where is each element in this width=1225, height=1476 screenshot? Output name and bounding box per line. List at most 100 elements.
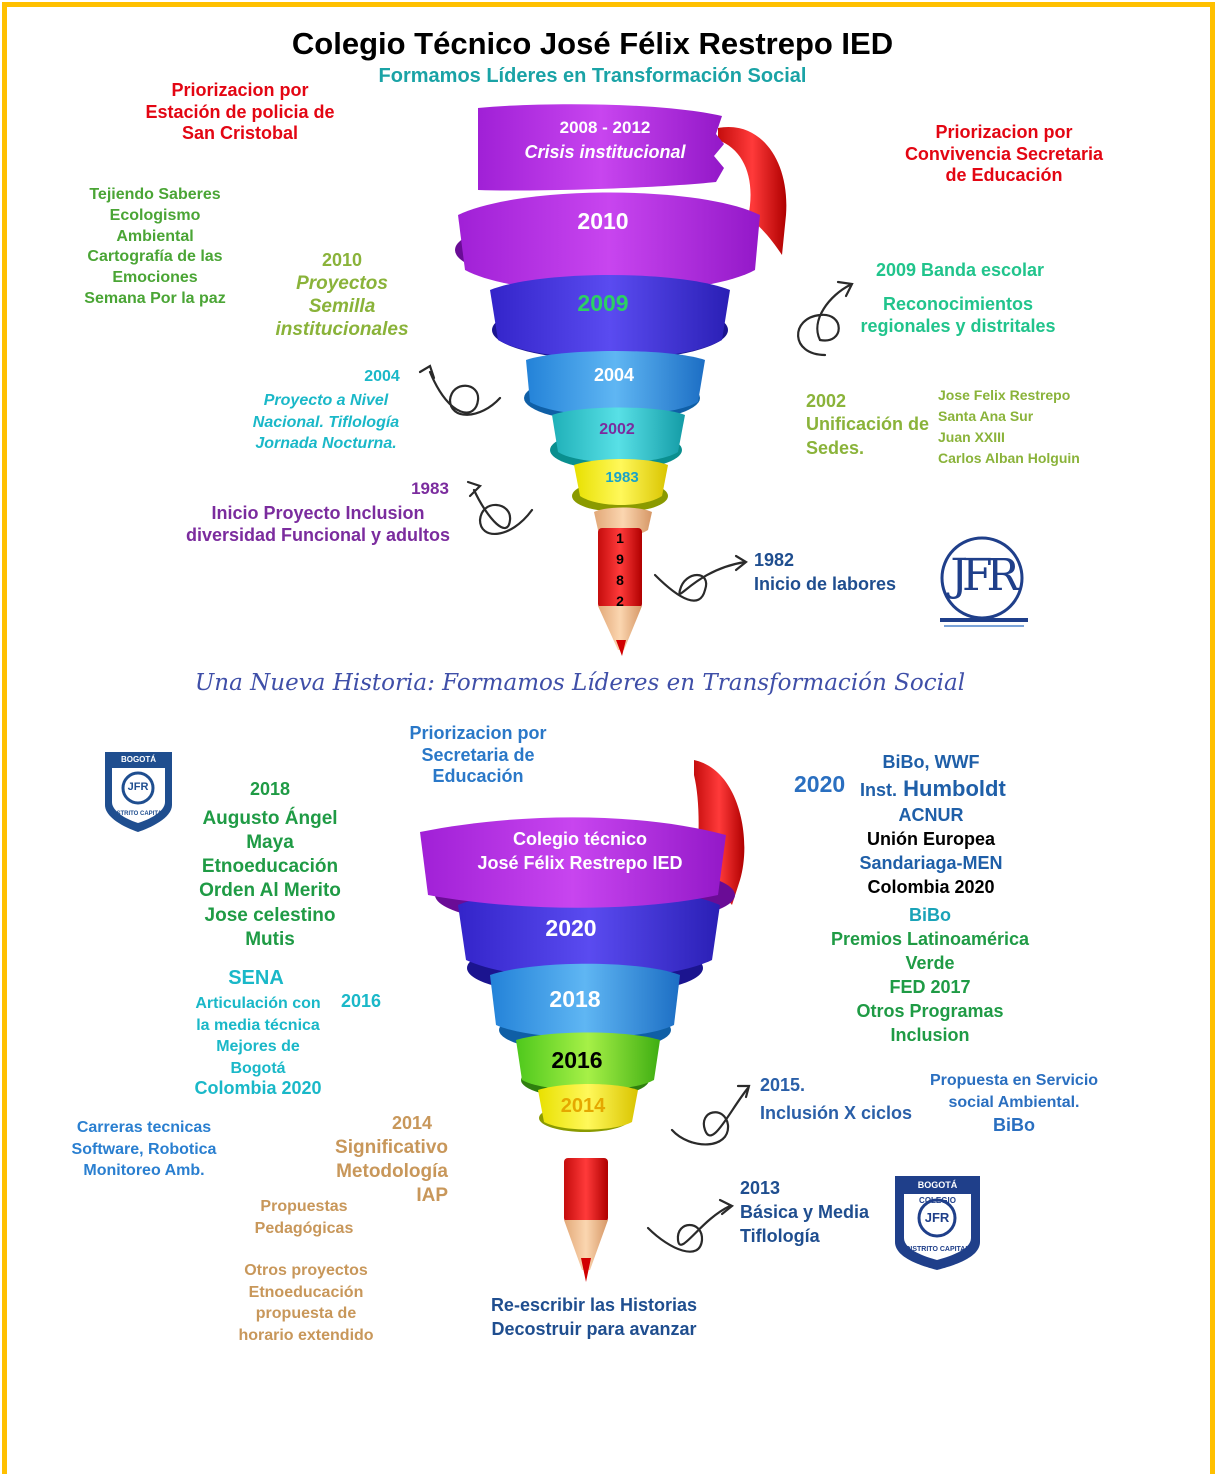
line: Proyecto a Nivel (263, 392, 389, 409)
band-label-2002: 2002 (599, 421, 635, 438)
note-proyectos-semilla: Proyectos Semilla institucionales (262, 273, 422, 341)
note-2014-list: Significativo Metodología IAP (304, 1136, 448, 1208)
line: Carlos Alban Holguin (938, 450, 1080, 466)
arrow-1982 (653, 554, 748, 602)
line: Jornada Nocturna. (255, 435, 397, 453)
band-2020 (458, 886, 720, 979)
line: Reconocimientos (882, 294, 1034, 314)
note-colombia-2020-left: Colombia 2020 (194, 1078, 322, 1098)
line: diversidad Funcional y adultos (185, 524, 451, 545)
line: Jose celestino (204, 904, 336, 926)
band-label-2004: 2004 (593, 365, 635, 385)
line: horario extendido (238, 1326, 374, 1344)
band-2008-2012 (478, 104, 724, 191)
note-bibo-list: BiBo Premios Latinoamérica Verde FED 201… (806, 904, 1054, 1048)
band-label-2010: 2010 (577, 208, 629, 234)
line: Software, Robotica (71, 1140, 217, 1158)
line: Estación de policia de (145, 101, 335, 122)
line: Ambiental (116, 227, 194, 245)
note-inclusion-ciclos: Inclusión X ciclos (760, 1103, 913, 1123)
pencil-digit-2: 9 (616, 551, 624, 567)
line: Propuestas (260, 1198, 348, 1215)
note-priority-police: Priorizacion por Estación de policia de … (120, 80, 360, 145)
note-2013: 2013 Básica y Media Tiflología (740, 1177, 869, 1249)
line: José Félix Restrepo IED (477, 853, 683, 874)
page-title: Colegio Técnico José Félix Restrepo IED (291, 26, 894, 61)
line: Priorizacion por (171, 80, 309, 100)
line: Verde (905, 952, 955, 973)
note-2018-list: Augusto Ángel Maya Etnoeducación Orden A… (180, 807, 360, 952)
arrow-2013 (646, 1198, 735, 1253)
note-1982: Inicio de labores (754, 574, 897, 594)
shield-left-bottom: DISTRITO CAPITAL (110, 811, 166, 817)
line: Augusto Ángel (202, 808, 338, 829)
partner-union-europea: Unión Europea (866, 829, 995, 849)
note-banda-escolar: 2009 Banda escolar (875, 260, 1045, 280)
line: Jose Felix Restrepo (938, 387, 1071, 403)
partner-inst: Inst. (860, 780, 898, 800)
line: Sedes. (806, 437, 865, 458)
line: Básica y Media (740, 1201, 870, 1222)
line: Monitoreo Amb. (83, 1162, 205, 1180)
note-2004-year: 2004 (364, 368, 400, 385)
pencil-digit-4: 2 (616, 593, 624, 609)
swirl-arrows (418, 280, 854, 1253)
jfr-logo (940, 536, 1028, 627)
line: Mutis (245, 928, 295, 950)
line: FED 2017 (889, 976, 971, 997)
line: Tejiendo Saberes (89, 186, 221, 203)
band-label-2014: 2014 (560, 1095, 606, 1117)
note-otros: Otros proyectos Etnoeducación propuesta … (220, 1260, 392, 1346)
note-2010-year: 2010 (321, 250, 363, 270)
line: Priorizacion por (935, 122, 1073, 142)
line: Priorizacion por (409, 723, 547, 743)
line: regionales y distritales (860, 315, 1056, 336)
note-sena-list: Articulación con la media técnica Mejore… (180, 993, 336, 1079)
band-1983 (574, 459, 668, 505)
line: Maya (246, 832, 294, 854)
line: propuesta de (255, 1305, 357, 1323)
page-subtitle: Formamos Líderes en Transformación Socia… (378, 65, 807, 87)
line: Santa Ana Sur (938, 408, 1034, 424)
note-servicio-social: Propuesta en Servicio social Ambiental. … (918, 1070, 1110, 1137)
line: 2013 (740, 1178, 781, 1198)
partner-colombia-2020: Colombia 2020 (867, 877, 995, 897)
line: la media técnica (196, 1016, 320, 1034)
band-2010 (458, 192, 760, 293)
line: Bogotá (230, 1059, 286, 1077)
arrow-2004 (418, 364, 502, 416)
band-2002 (552, 407, 685, 463)
arrow-2009 (797, 280, 854, 357)
note-2018-year: 2018 (249, 779, 291, 799)
bottom-spiral (420, 760, 745, 1282)
partner-bibo-wwf: BiBo, WWF (882, 752, 980, 772)
line: Mejores de (216, 1038, 300, 1056)
line: Colegio técnico (512, 829, 647, 849)
line: Orden Al Merito (199, 880, 341, 902)
line: Decostruir para avanzar (491, 1318, 697, 1339)
partner-sandariaga: Sandariaga-MEN (859, 853, 1003, 873)
note-sedes: Jose Felix Restrepo Santa Ana Sur Juan X… (938, 385, 1080, 469)
line: Educación (432, 766, 524, 787)
pencil-digit-3: 8 (616, 572, 624, 588)
band-top-label: Crisis institucional (524, 142, 686, 162)
line: Secretaria de (421, 744, 535, 765)
line: Tiflología (740, 1225, 820, 1246)
band-label-1983: 1983 (605, 469, 639, 486)
line: Articulación con (195, 995, 321, 1012)
line: Etnoeducación (248, 1283, 364, 1301)
top-spiral (455, 104, 787, 656)
line: Proyectos (296, 273, 388, 294)
note-2020-year: 2020 (794, 771, 846, 797)
band-college (420, 817, 726, 908)
line: Metodología (336, 1161, 448, 1183)
line: Pedagógicas (254, 1219, 354, 1237)
shield-left-mid: JFR (127, 781, 149, 793)
arrow-2015 (670, 1084, 751, 1146)
shield-right (895, 1176, 980, 1270)
shield-left (105, 752, 172, 832)
line: Semilla (308, 295, 376, 317)
note-propuestas: Propuestas Pedagógicas (234, 1196, 374, 1239)
